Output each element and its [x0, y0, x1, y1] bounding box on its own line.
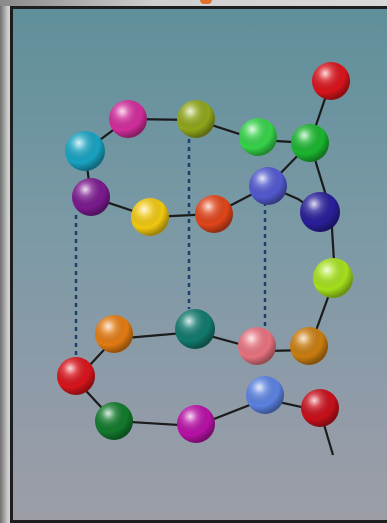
bead-darkteal — [175, 309, 215, 349]
bead-red-top — [312, 62, 350, 100]
bead-lightgreen — [239, 118, 277, 156]
bead-green-top — [291, 124, 329, 162]
diagram-panel — [10, 6, 387, 523]
bead-salmon — [238, 327, 276, 365]
bead-red-lower — [57, 357, 95, 395]
bead-crimson — [301, 389, 339, 427]
bead-amber — [290, 327, 328, 365]
bead-lime — [313, 258, 353, 298]
helix-diagram — [13, 9, 387, 523]
bead-orange — [195, 195, 233, 233]
bead-orange-lower — [95, 315, 133, 353]
bead-magenta — [177, 405, 215, 443]
bead-navy — [300, 192, 340, 232]
bead-darkgreen — [95, 402, 133, 440]
bead-purple — [72, 178, 110, 216]
beads — [57, 62, 353, 443]
bead-yellow — [131, 198, 169, 236]
bead-teal — [65, 131, 105, 171]
bead-blue — [249, 167, 287, 205]
bead-skyblue — [246, 376, 284, 414]
bead-olive — [177, 100, 215, 138]
bead-pink — [109, 100, 147, 138]
